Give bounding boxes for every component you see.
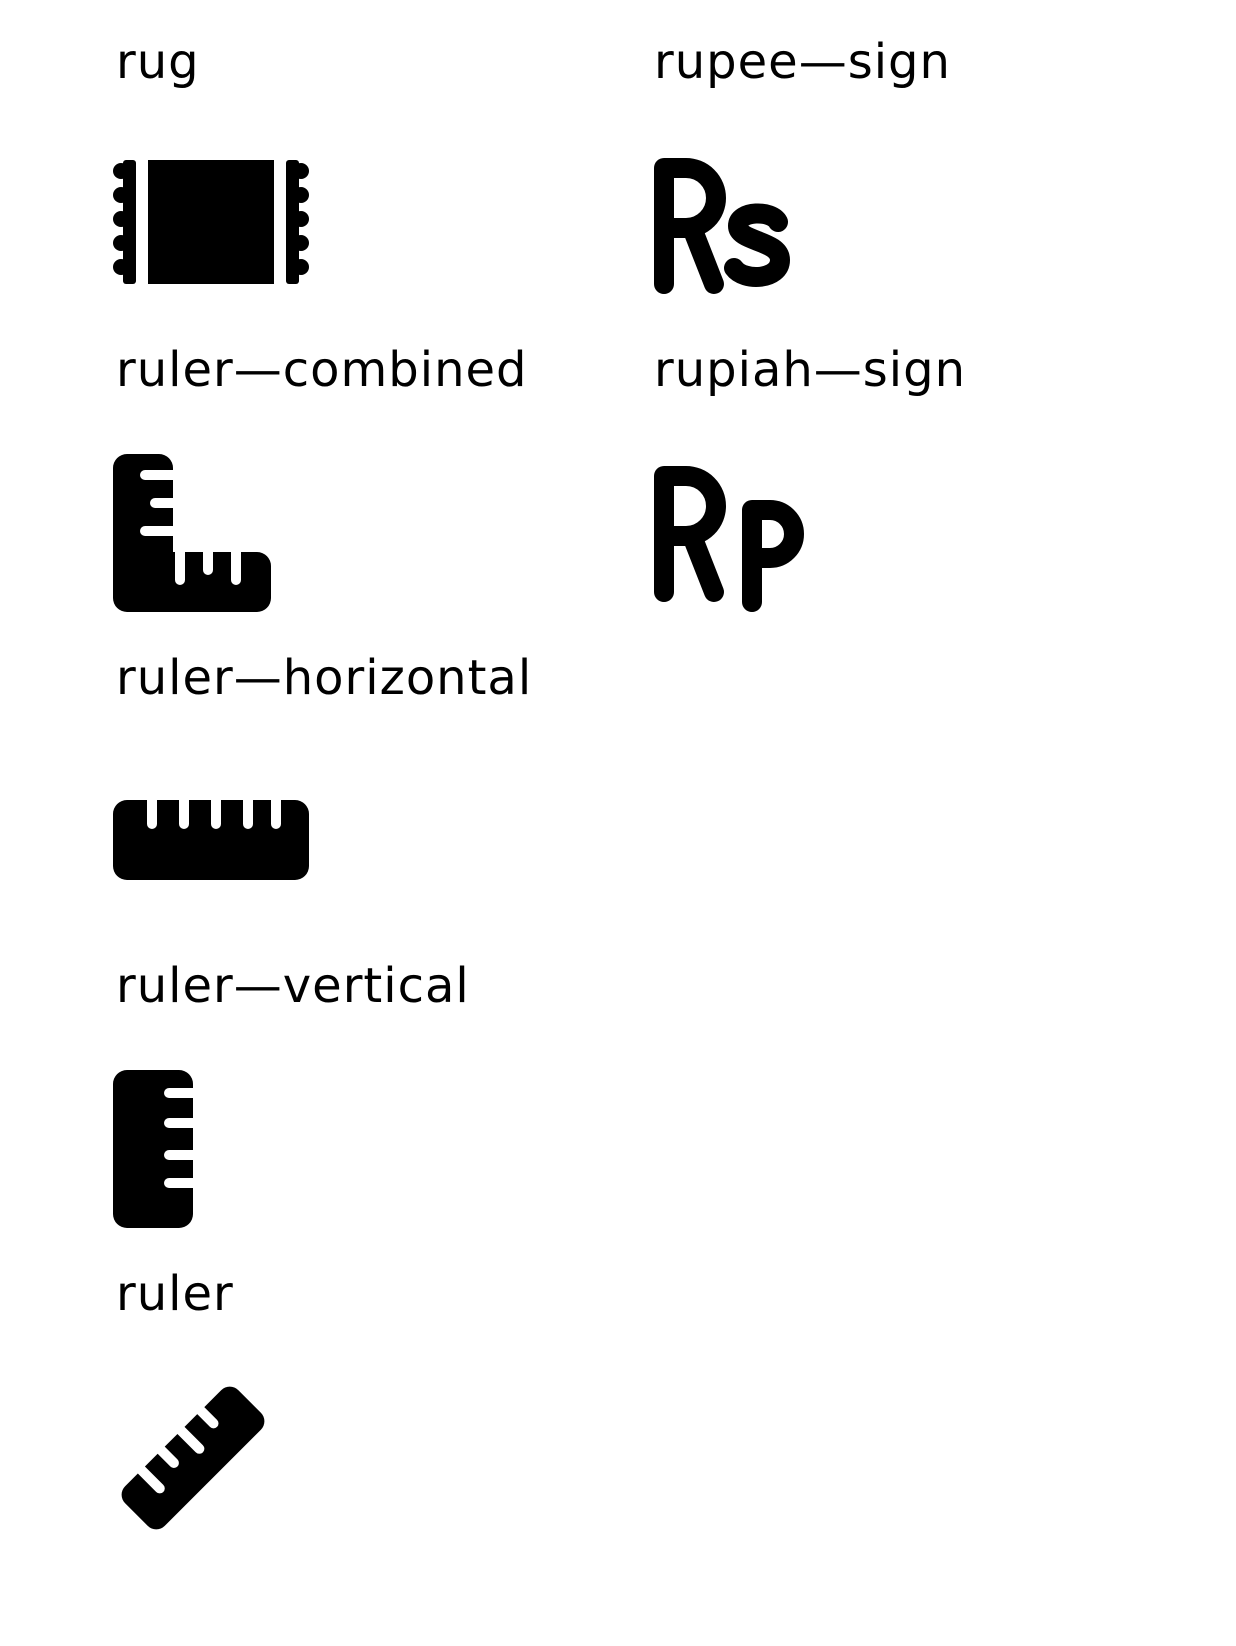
icon-label-rug: rug <box>116 34 200 90</box>
ruler-icon <box>113 1378 273 1538</box>
ruler-horizontal-icon <box>113 800 309 880</box>
ruler-vertical-icon <box>113 1070 193 1228</box>
rupiah-sign-icon <box>652 464 816 612</box>
rug-icon <box>113 160 309 284</box>
icon-label-ruler: ruler <box>116 1266 234 1322</box>
icon-label-ruler-combined: ruler—combined <box>116 342 528 398</box>
icon-label-ruler-horizontal: ruler—horizontal <box>116 650 533 706</box>
ruler-combined-icon <box>113 454 271 612</box>
icon-label-rupiah-sign: rupiah—sign <box>654 342 967 398</box>
rupee-sign-icon <box>652 156 794 296</box>
icon-label-ruler-vertical: ruler—vertical <box>116 958 470 1014</box>
icon-label-rupee-sign: rupee—sign <box>654 34 951 90</box>
